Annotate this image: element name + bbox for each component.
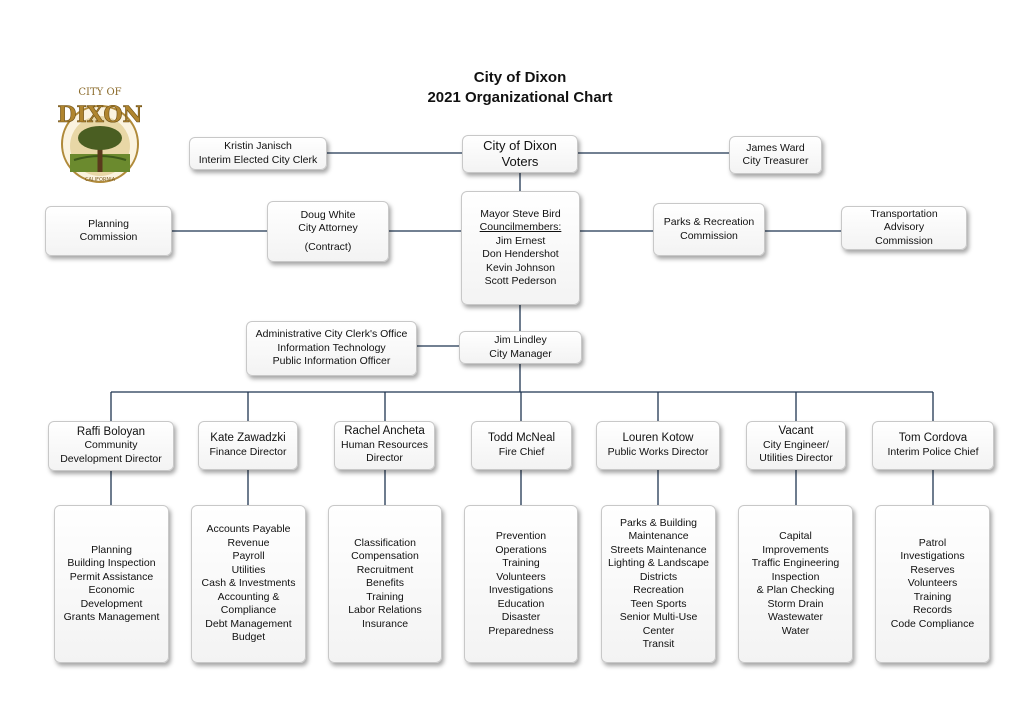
- node-city-attorney: Doug White City Attorney (Contract): [267, 201, 389, 262]
- director-public-works: Louren Kotow Public Works Director: [596, 421, 720, 470]
- svg-text:CALIFORNIA: CALIFORNIA: [85, 177, 116, 183]
- duties-fire: Prevention Operations Training Volunteer…: [464, 505, 578, 663]
- duties-public-works: Parks & Building Maintenance Streets Mai…: [601, 505, 716, 663]
- node-voters: City of Dixon Voters: [462, 135, 578, 173]
- node-administrative-office: Administrative City Clerk's Office Infor…: [246, 321, 417, 376]
- node-city-council: Mayor Steve Bird Councilmembers: Jim Ern…: [461, 191, 580, 305]
- duties-police: Patrol Investigations Reserves Volunteer…: [875, 505, 990, 663]
- node-parks-recreation-commission: Parks & Recreation Commission: [653, 203, 765, 256]
- node-city-treasurer: James Ward City Treasurer: [729, 136, 822, 174]
- director-human-resources: Rachel Ancheta Human Resources Director: [334, 421, 435, 470]
- node-city-manager: Jim Lindley City Manager: [459, 331, 582, 364]
- director-police-chief: Tom Cordova Interim Police Chief: [872, 421, 994, 470]
- svg-text:DIXON: DIXON: [57, 102, 142, 128]
- chart-title: City of Dixon: [473, 69, 567, 86]
- duties-human-resources: Classification Compensation Recruitment …: [328, 505, 442, 663]
- director-finance: Kate Zawadzki Finance Director: [198, 421, 298, 470]
- node-transportation-advisory-commission: Transportation Advisory Commission: [841, 206, 967, 250]
- node-elected-city-clerk: Kristin Janisch Interim Elected City Cle…: [189, 137, 327, 170]
- svg-text:CITY OF: CITY OF: [78, 87, 121, 98]
- director-city-engineer: Vacant City Engineer/ Utilities Director: [746, 421, 846, 470]
- director-community-development: Raffi Boloyan Community Development Dire…: [48, 421, 174, 471]
- duties-city-engineer: Capital Improvements Traffic Engineering…: [738, 505, 853, 663]
- chart-subtitle: 2021 Organizational Chart: [427, 89, 613, 106]
- duties-finance: Accounts Payable Revenue Payroll Utiliti…: [191, 505, 306, 663]
- node-planning-commission: Planning Commission: [45, 206, 172, 256]
- city-of-dixon-logo: CITY OF DIXON CALIFORNIA: [57, 87, 143, 183]
- duties-community-development: Planning Building Inspection Permit Assi…: [54, 505, 169, 663]
- director-fire-chief: Todd McNeal Fire Chief: [471, 421, 572, 470]
